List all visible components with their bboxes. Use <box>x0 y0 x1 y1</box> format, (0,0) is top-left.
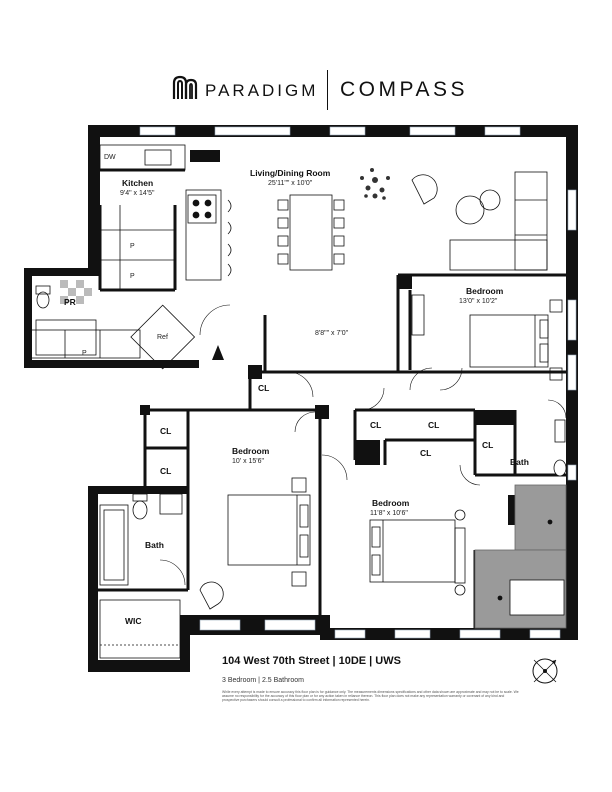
listing-subtitle: 3 Bedroom | 2.5 Bathroom <box>222 677 304 684</box>
bedroom1-label: Bedroom <box>466 286 504 296</box>
cl-label-3: CL <box>160 466 172 476</box>
wic-label: WIC <box>125 616 142 626</box>
bedroom2-bed <box>199 477 311 610</box>
paradigm-logo-icon <box>172 75 198 99</box>
cl-label-4: CL <box>370 420 382 430</box>
pr-fixtures <box>35 285 97 356</box>
cl-label-7: CL <box>482 440 494 450</box>
cl-label-2: CL <box>160 426 172 436</box>
bath-right <box>474 419 567 629</box>
cl-label-1: CL <box>258 383 270 393</box>
kitchen-dim: 9'4" x 14'5" <box>120 190 155 197</box>
dw-label: DW <box>104 154 116 161</box>
pantry-label-2: P <box>130 273 135 280</box>
living-label: Living/Dining Room <box>250 168 331 178</box>
foyer-dim: 8'8"" x 7'0" <box>315 330 349 337</box>
pantry-label-3: P <box>82 350 87 357</box>
cl-label-5: CL <box>428 420 440 430</box>
powder-room-floor <box>60 280 92 304</box>
bedroom2-label: Bedroom <box>232 446 270 456</box>
bedroom1-bed <box>411 294 563 381</box>
bedroom1-dim: 13'0" x 10'2" <box>459 298 498 305</box>
logo-divider <box>327 70 328 110</box>
living-dim: 25'11"" x 10'0" <box>268 180 313 187</box>
cl-label-6: CL <box>420 448 432 458</box>
entry-arrow-icon <box>212 345 224 360</box>
pantry-label-1: P <box>130 243 135 250</box>
ref-label: Ref <box>157 334 168 341</box>
bedroom3-label: Bedroom <box>372 498 410 508</box>
bath-left <box>99 493 183 659</box>
door-swings <box>159 304 567 586</box>
listing-title: 104 West 70th Street | 10DE | UWS <box>222 655 401 667</box>
windows <box>139 126 577 639</box>
bedroom3-bed <box>369 509 466 596</box>
kitchen-fixtures <box>29 144 232 370</box>
compass-rose-icon <box>532 658 558 684</box>
pr-label: PR <box>64 297 76 307</box>
living-furniture <box>277 171 548 271</box>
brand-paradigm: PARADIGM <box>205 81 319 100</box>
kitchen-label: Kitchen <box>122 178 154 188</box>
wall-blocks <box>140 150 516 525</box>
brand-compass: COMPASS <box>340 78 468 101</box>
bath-right-label: Bath <box>510 457 529 467</box>
bath-left-label: Bath <box>145 540 164 550</box>
outer-walls <box>24 125 578 672</box>
bedroom2-dim: 10' x 15'6" <box>232 458 265 465</box>
plant-icon <box>360 168 390 200</box>
disclaimer-text: While every attempt is made to ensure ac… <box>222 690 519 703</box>
bedroom3-dim: 11'8" x 10'6" <box>370 510 408 517</box>
